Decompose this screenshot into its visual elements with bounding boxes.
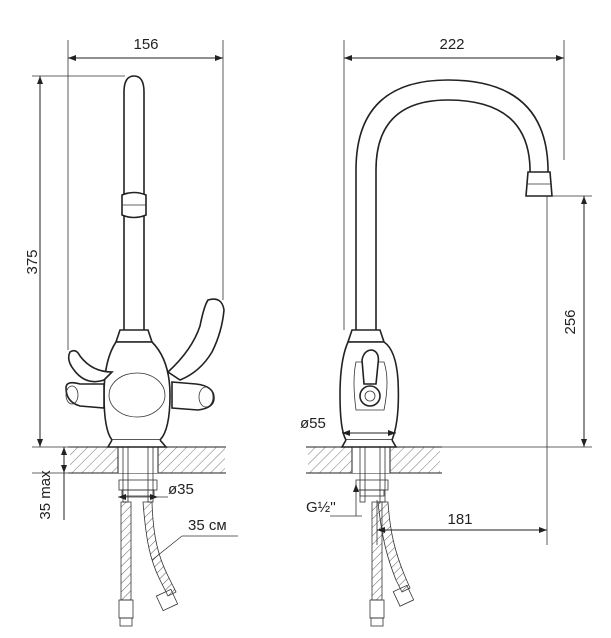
- front-hoses: [118, 446, 179, 627]
- front-hole-leader: [118, 494, 168, 500]
- front-view: 156 375 35 max ø35 35: [24, 36, 238, 627]
- front-faucet-body: [65, 75, 225, 448]
- side-view: 222 256 ø55 G½'': [300, 36, 592, 627]
- front-hole-label: ø35: [168, 481, 194, 498]
- side-hose-offset-label: 181: [447, 511, 472, 528]
- front-width-label: 156: [133, 36, 158, 53]
- side-reach-dimension: [343, 40, 565, 330]
- side-reach-label: 222: [439, 36, 464, 53]
- front-hose-leader: [151, 535, 238, 561]
- front-hose-label: 35 см: [188, 517, 227, 534]
- front-height-dimension: [32, 75, 125, 447]
- side-thread-label: G½'': [306, 499, 336, 516]
- front-width-dimension: [67, 40, 224, 350]
- side-thread-leader: [330, 484, 362, 517]
- front-countertop: [68, 446, 226, 474]
- side-spout-height-label: 256: [562, 309, 579, 334]
- side-base-label: ø55: [300, 415, 326, 432]
- side-base-dimension: [342, 430, 396, 436]
- side-countertop: [306, 446, 442, 474]
- front-mount-depth-label: 35 max: [37, 470, 54, 520]
- side-hoses: [355, 446, 415, 627]
- front-mount-depth-dimension: [32, 446, 70, 520]
- side-hose-offset-dimension: [376, 196, 548, 545]
- side-spout-height-dimension: [442, 195, 592, 448]
- front-height-label: 375: [24, 249, 41, 274]
- side-faucet-body: [339, 79, 553, 448]
